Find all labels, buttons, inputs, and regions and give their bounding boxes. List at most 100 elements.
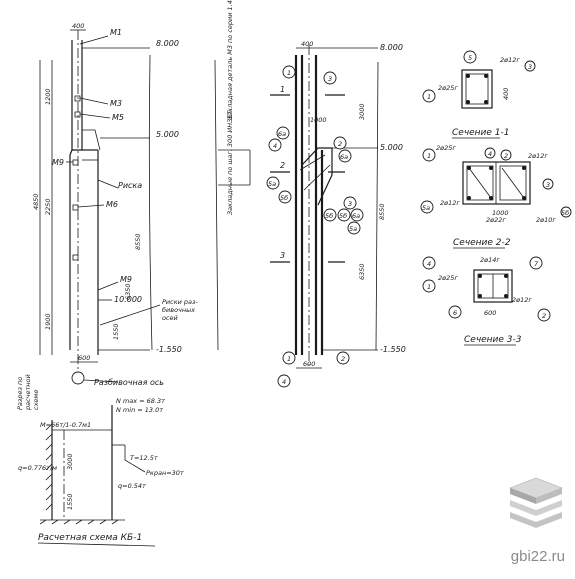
marker-5b-b — [323, 208, 337, 222]
side-note-2: расчетной — [24, 374, 32, 411]
dim-1900: 1900 — [44, 313, 52, 330]
elev-top-label: 8.000 — [156, 39, 179, 48]
sec2-marker-2 — [500, 149, 512, 161]
rot-note-1: Закладная деталь М3 по серии 1.423 — [226, 0, 234, 120]
calc-scheme: N max = 68.3т N min = 13.0т М=66т/1-0.7м… — [18, 397, 184, 547]
sec2-marker-1-text: 1 — [427, 152, 431, 160]
side-note-3: схеме — [32, 390, 40, 410]
embed-m5 — [74, 111, 81, 118]
marker-6a-c-text: 6а — [352, 212, 360, 220]
sec1-dim-400: 400 — [502, 88, 510, 100]
sec2-bar-b — [489, 166, 493, 170]
calc-m: М=66т/1-0.7м1 — [40, 421, 91, 429]
logo-slab-bottom — [510, 512, 562, 528]
calc-t: Т=12.5т — [130, 454, 158, 462]
label-risk-axes-3: осей — [162, 314, 178, 322]
label-m9b: М9 — [120, 275, 132, 284]
sec2-marker-1 — [422, 148, 436, 162]
calc-n1: N max = 68.3т — [116, 397, 165, 405]
sec2-bar-bottom: 2ø22г — [486, 216, 506, 224]
marker-3-top-text: 3 — [328, 75, 332, 83]
sec1-marker-1 — [422, 89, 436, 103]
sec3-bar-a — [478, 274, 482, 278]
reinforcement-elevation: 400 8.000 5.000 -1.550 600 1000 3000 635… — [214, 0, 406, 388]
mid-markers: 1 3 6а 4 2 6а 5а 5б 3 5б 5б 6а 5а — [266, 65, 364, 388]
dim-6350: 6350 — [124, 283, 132, 300]
sec1-marker-3-text: 3 — [528, 63, 532, 71]
sec3-marker-2-text: 2 — [542, 312, 546, 320]
calc-caption-underline — [37, 542, 156, 547]
sec3-marker-7-text: 7 — [534, 260, 539, 268]
sec2-stirrup-right — [499, 165, 527, 201]
dim-2250: 2250 — [44, 198, 52, 215]
cut-1-label: 1 — [280, 85, 285, 94]
label-risk-axes-1: Риски раз- — [162, 298, 198, 306]
marker-4 — [268, 138, 282, 152]
calc-left: q=0.776т/м — [18, 464, 57, 472]
mid-elev-top: 8.000 — [380, 43, 403, 52]
sec2-marker-5a — [420, 200, 434, 214]
label-m9a: М9 — [52, 158, 64, 167]
embed-m6 — [72, 204, 79, 211]
sec1-bar-label-right: 2ø12г — [500, 56, 520, 64]
marker-5a-b-text: 5а — [349, 225, 357, 233]
stacked-slabs-logo-icon — [509, 477, 563, 528]
calc-h-1550: 1550 — [66, 493, 74, 510]
marker-4-bottom-text: 4 — [282, 378, 286, 386]
calc-hatch — [45, 423, 53, 511]
brand-text: gbi22.ru — [510, 548, 565, 565]
calc-w: q=0.54т — [118, 482, 146, 490]
section-1-1: 5 1 2ø25г 2ø12г 3 400 Сечение 1-1 — [422, 50, 536, 139]
calc-ground-hatch — [39, 519, 119, 525]
logo-slab-top-right — [536, 488, 562, 504]
side-note-1: Разрез по — [16, 377, 24, 410]
dim-4850: 4850 — [32, 193, 40, 210]
sec3-outline — [473, 269, 513, 303]
column-lower-outline — [69, 149, 99, 355]
marker-2-bottom — [336, 351, 350, 365]
sec2-bar-c — [467, 196, 471, 200]
sec2-marker-5a-text: 5а — [422, 204, 430, 212]
sec2-bar-a — [467, 166, 471, 170]
sec2-bar-left-bottom: 2ø12г — [440, 199, 460, 207]
marker-3-top — [323, 71, 337, 85]
marker-5b — [278, 190, 292, 204]
marker-6a — [276, 126, 290, 140]
sec3-dim-600: 600 — [484, 309, 496, 317]
sec2-caption: Сечение 2-2 — [453, 238, 511, 248]
dim-8550: 8550 — [134, 233, 142, 250]
sec3-marker-6-text: 6 — [453, 309, 457, 317]
sec1-bar-label-left: 2ø25г — [438, 84, 458, 92]
label-risk: Риска — [118, 181, 142, 190]
sec2-marker-4-text: 4 — [488, 150, 492, 158]
sec2-bar-e — [522, 166, 526, 170]
sec1-marker-5-text: 5 — [468, 54, 472, 62]
sec3-bar-right: 2ø12г — [512, 296, 532, 304]
sec2-marker-3-text: 3 — [546, 181, 550, 189]
sec2-diag — [501, 167, 525, 199]
mid-right-boundary — [375, 61, 379, 351]
leader-m1 — [79, 35, 109, 45]
dim-1550: 1550 — [112, 323, 120, 340]
rot-note-2: Закладные по шаг. 300 ИНЗЕТ. — [226, 109, 234, 215]
column-upper-outline — [71, 40, 83, 151]
leader-m6 — [77, 204, 105, 208]
mid-dim-6350: 6350 — [358, 263, 366, 280]
dim-600: 600 — [78, 354, 90, 362]
label-m5: М5 — [112, 113, 124, 122]
sec3-bar-left: 2ø25г — [438, 274, 458, 282]
mid-dim-600: 600 — [303, 360, 315, 368]
marker-6a-b-text: 6а — [340, 153, 348, 161]
sec3-bar-d — [504, 294, 508, 298]
dim-400: 400 — [72, 22, 84, 30]
sec2-marker-4 — [484, 147, 496, 159]
marker-5b-text: 5б — [280, 194, 288, 202]
leader-m9b — [97, 281, 119, 291]
sec2-bar-right-top: 2ø12г — [528, 152, 548, 160]
sec3-bar-c — [478, 294, 482, 298]
sec2-outline — [462, 161, 531, 205]
sec2-stirrup-left — [466, 165, 494, 201]
sec1-marker-1-text: 1 — [427, 93, 431, 101]
left-elevation: 8.000 5.000 10.000 -1.550 М1 М3 М5 М9 М6… — [16, 22, 198, 411]
